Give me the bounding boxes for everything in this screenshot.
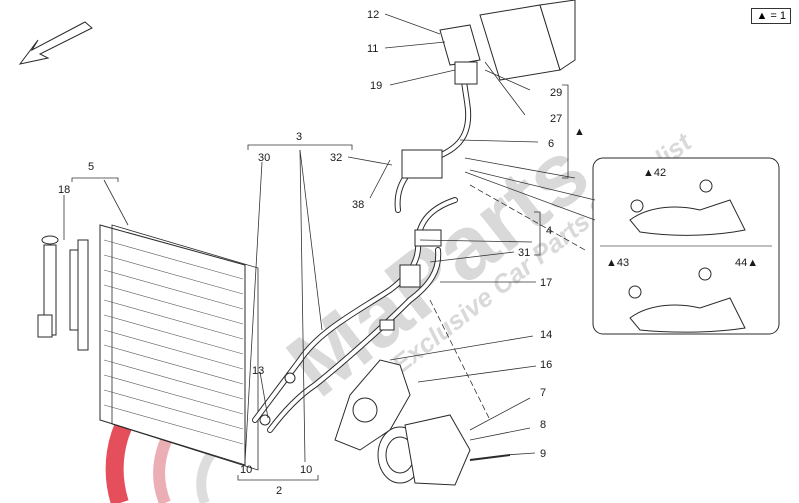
label-11: 11: [367, 43, 378, 55]
legend-symbol: ▲: [756, 10, 768, 22]
label-16: 16: [540, 359, 552, 371]
label-32: 32: [330, 152, 342, 164]
label-38: 38: [352, 199, 364, 211]
label-12: 12: [367, 9, 379, 21]
label-7: 7: [540, 387, 546, 399]
label-13: 13: [252, 365, 264, 377]
label-18: 18: [58, 184, 70, 196]
ac-hoses: [252, 65, 472, 433]
label-31: 31: [518, 247, 530, 259]
label-3: 3: [296, 131, 302, 143]
label-5: 5: [88, 161, 94, 173]
label-10-right: 10: [300, 464, 312, 476]
compressor-bracket: [334, 359, 411, 451]
label-44: 44▲: [735, 257, 758, 269]
label-19: 19: [370, 80, 382, 92]
label-8: 8: [540, 419, 546, 431]
label-27: 27: [550, 113, 562, 125]
label-30: 30: [258, 152, 270, 164]
group-brackets: [71, 84, 569, 481]
label-42: ▲42: [643, 167, 666, 179]
label-43: ▲43: [606, 257, 629, 269]
label-29: 29: [550, 87, 562, 99]
receiver-dryer: [37, 235, 59, 338]
label-4: 4: [546, 225, 552, 237]
label-14: 14: [540, 329, 552, 341]
compressor: [377, 414, 511, 486]
label-17: 17: [540, 277, 552, 289]
firewall-connection: [439, 0, 576, 85]
label-6: 6: [548, 138, 554, 150]
detail-inset: [592, 157, 780, 335]
legend-badge: ▲ = 1: [751, 8, 791, 24]
label-2: 2: [276, 485, 282, 497]
condenser: [69, 224, 259, 471]
leader-lines: [63, 13, 596, 463]
legend-text: = 1: [770, 10, 786, 22]
direction-arrow-icon: [18, 21, 93, 65]
label-9: 9: [540, 448, 546, 460]
label-10-left: 10: [240, 464, 252, 476]
part-labels: 12 11 19 29 27 6 ▲ 3 30 32 5 18 38 4 31 …: [58, 9, 758, 497]
label-triangle: ▲: [574, 126, 585, 138]
